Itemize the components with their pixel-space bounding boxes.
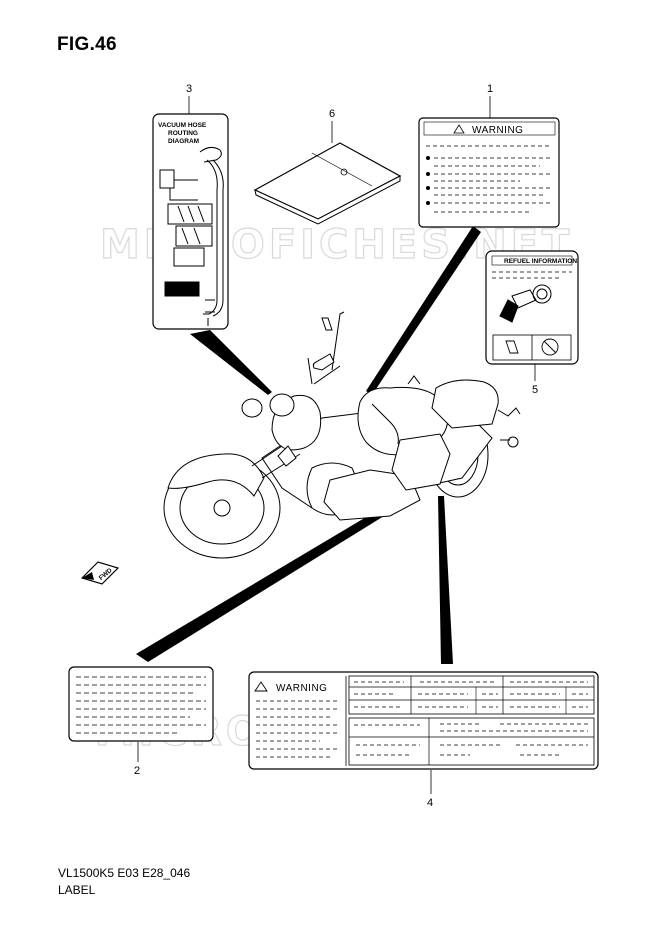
drawing-code: VL1500K5 E03 E28_046 bbox=[58, 866, 191, 880]
vacuum-hose-label: VACUUM HOSE ROUTING DIAGRAM bbox=[152, 113, 229, 330]
callout-5: 5 bbox=[532, 364, 538, 396]
callout-6: 6 bbox=[329, 108, 335, 143]
callout-3: 3 bbox=[186, 83, 192, 114]
motorcycle-drawing bbox=[163, 311, 521, 559]
callout-1-number: 1 bbox=[487, 83, 493, 95]
callout-6-number: 6 bbox=[329, 108, 335, 120]
pointer-wedges bbox=[136, 226, 481, 664]
warning-label-small: WARNING bbox=[418, 117, 560, 228]
fuel-nozzle-icon bbox=[505, 340, 519, 354]
callout-3-number: 3 bbox=[186, 83, 192, 95]
warning-triangle-icon-large bbox=[254, 681, 268, 692]
fwd-arrow: FWD bbox=[80, 561, 120, 585]
vacuum-label-line2: ROUTING bbox=[168, 130, 198, 137]
warning-large-heading: WARNING bbox=[276, 683, 327, 694]
warning-label-large: WARNING bbox=[248, 671, 599, 770]
warning-triangle-icon bbox=[453, 124, 465, 134]
warning-small-heading: WARNING bbox=[472, 125, 523, 136]
callout-5-number: 5 bbox=[532, 384, 538, 396]
callout-4: 4 bbox=[427, 770, 433, 809]
callout-2: 2 bbox=[134, 742, 140, 777]
no-smoking-icon bbox=[541, 338, 559, 356]
manual-sheet-label bbox=[253, 142, 402, 225]
figure-title: FIG.46 bbox=[57, 34, 117, 55]
callout-4-number: 4 bbox=[427, 797, 433, 809]
section-label: LABEL bbox=[58, 883, 96, 897]
fuel-cap-icon bbox=[499, 284, 552, 323]
information-label-2 bbox=[68, 666, 214, 742]
refuel-heading: REFUEL INFORMATION bbox=[504, 258, 577, 265]
callout-1: 1 bbox=[487, 83, 493, 118]
vacuum-label-line3: DIAGRAM bbox=[168, 138, 199, 145]
vacuum-label-line1: VACUUM HOSE bbox=[158, 122, 207, 129]
refuel-information-label: REFUEL INFORMATION bbox=[485, 250, 579, 365]
callout-2-number: 2 bbox=[134, 765, 140, 777]
